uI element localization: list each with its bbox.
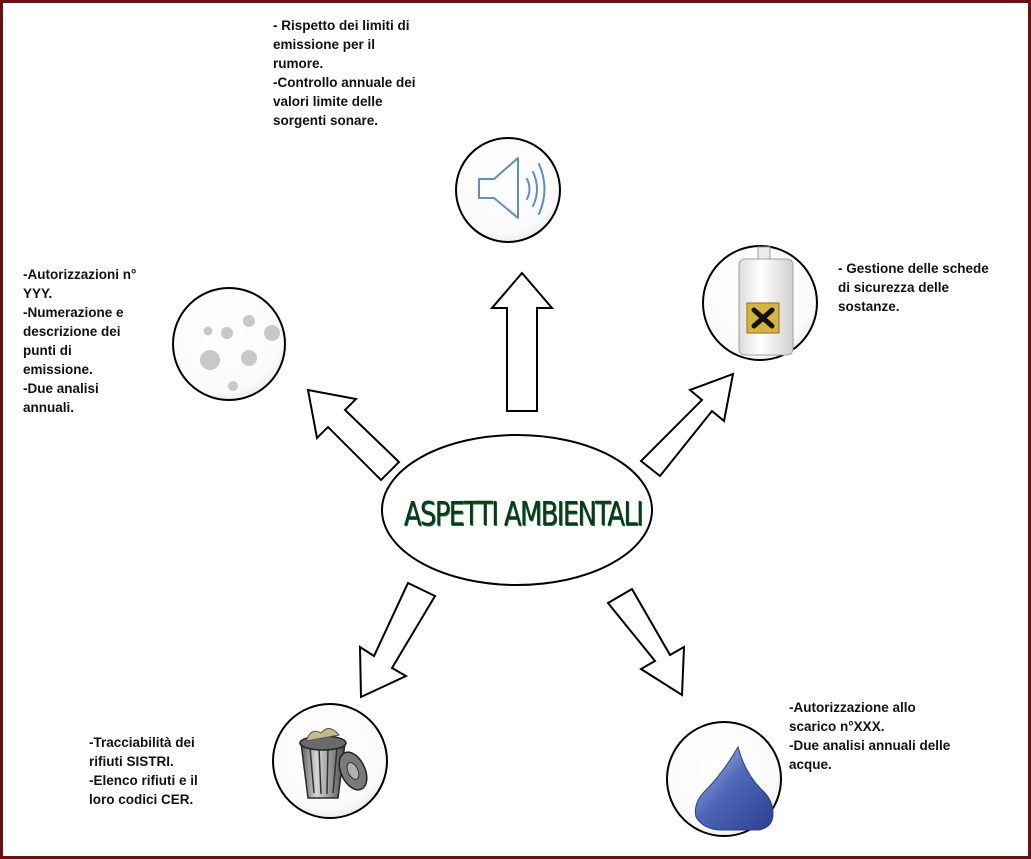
waste-description: -Tracciabilità dei rifiuti SISTRI. -Elen… — [89, 733, 198, 809]
dust-particles-icon — [200, 315, 280, 391]
emissions-line: YYY. — [23, 286, 53, 301]
emissions-line: emissione. — [23, 362, 93, 377]
waste-line: -Elenco rifiuti e il — [89, 773, 198, 788]
hazard-bottle-icon — [738, 246, 794, 356]
waste-line: loro codici CER. — [89, 792, 194, 807]
water-drop-icon — [694, 745, 774, 831]
water-line: -Autorizzazione allo — [789, 700, 916, 715]
waste-line: -Tracciabilità dei — [89, 735, 195, 750]
noise-description: - Rispetto dei limiti di emissione per i… — [273, 16, 416, 130]
substances-line: sostanze. — [838, 299, 900, 314]
noise-line: - Rispetto dei limiti di — [273, 18, 410, 33]
emissions-line: -Numerazione e — [23, 305, 124, 320]
emissions-line: descrizione dei — [23, 324, 121, 339]
arrow-up — [489, 271, 555, 412]
water-line: -Due analisi annuali delle — [789, 738, 951, 753]
arrow-lower-left — [358, 581, 437, 699]
diagram-artwork — [172, 137, 818, 837]
center-label: ASPETTI AMBIENTALI — [403, 493, 644, 533]
emissions-description: -Autorizzazioni n° YYY. -Numerazione e d… — [23, 265, 136, 417]
emissions-node-circle — [172, 287, 286, 401]
noise-line: -Controllo annuale dei — [273, 75, 416, 90]
emissions-line: annuali. — [23, 400, 75, 415]
emissions-line: -Due analisi — [23, 381, 99, 396]
noise-line: sorgenti sonare. — [273, 113, 379, 128]
substances-line: di sicurezza delle — [838, 280, 950, 295]
center-ellipse — [381, 434, 653, 586]
noise-line: valori limite delle — [273, 94, 383, 109]
noise-node-circle — [455, 137, 561, 243]
substances-description: - Gestione delle schede di sicurezza del… — [838, 259, 989, 316]
water-description: -Autorizzazione allo scarico n°XXX. -Due… — [789, 698, 950, 774]
water-line: acque. — [789, 757, 832, 772]
noise-line: rumore. — [273, 56, 324, 71]
trash-can-icon — [299, 728, 368, 799]
waste-line: rifiuti SISTRI. — [89, 754, 174, 769]
water-line: scarico n°XXX. — [789, 719, 885, 734]
arrow-lower-right — [606, 587, 686, 697]
substances-line: - Gestione delle schede — [838, 261, 989, 276]
arrow-upper-left — [306, 388, 401, 482]
speaker-icon — [478, 157, 546, 219]
arrow-upper-right — [639, 372, 735, 478]
noise-line: emissione per il — [273, 37, 376, 52]
emissions-line: -Autorizzazioni n° — [23, 267, 137, 282]
emissions-line: punti di — [23, 343, 72, 358]
